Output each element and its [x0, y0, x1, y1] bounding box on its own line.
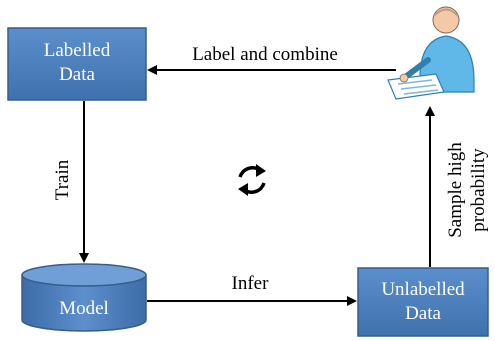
label-and-combine-label: Label and combine: [192, 44, 338, 65]
model-node: Model: [21, 263, 147, 332]
labelled-data-box: [7, 27, 147, 101]
unlabelled-data-label-line1: Unlabelled: [381, 279, 465, 300]
train-label: Train: [52, 159, 73, 200]
labelled-data-node: Labelled Data: [7, 27, 147, 101]
unlabelled-data-box: [357, 267, 489, 337]
model-cylinder-top: [21, 263, 147, 287]
edge-label-and-combine: Label and combine: [147, 44, 396, 75]
model-cylinder-body: [21, 275, 147, 332]
unlabelled-data-label-line2: Data: [405, 303, 441, 324]
refresh-cycle-icon: [238, 164, 266, 196]
person-annotator-icon: [387, 6, 475, 100]
edge-infer: Infer: [147, 273, 357, 306]
labelled-data-label-line2: Data: [59, 64, 95, 85]
edge-train: Train: [52, 101, 89, 263]
unlabelled-data-node: Unlabelled Data: [357, 267, 489, 337]
sample-label-line2: probability: [468, 148, 489, 232]
infer-label: Infer: [232, 273, 270, 294]
model-label: Model: [59, 298, 109, 319]
edge-sample-high-probability: Sample high probability: [425, 106, 489, 267]
labelled-data-label-line1: Labelled: [44, 40, 111, 61]
sample-label-line1: Sample high: [445, 142, 466, 238]
